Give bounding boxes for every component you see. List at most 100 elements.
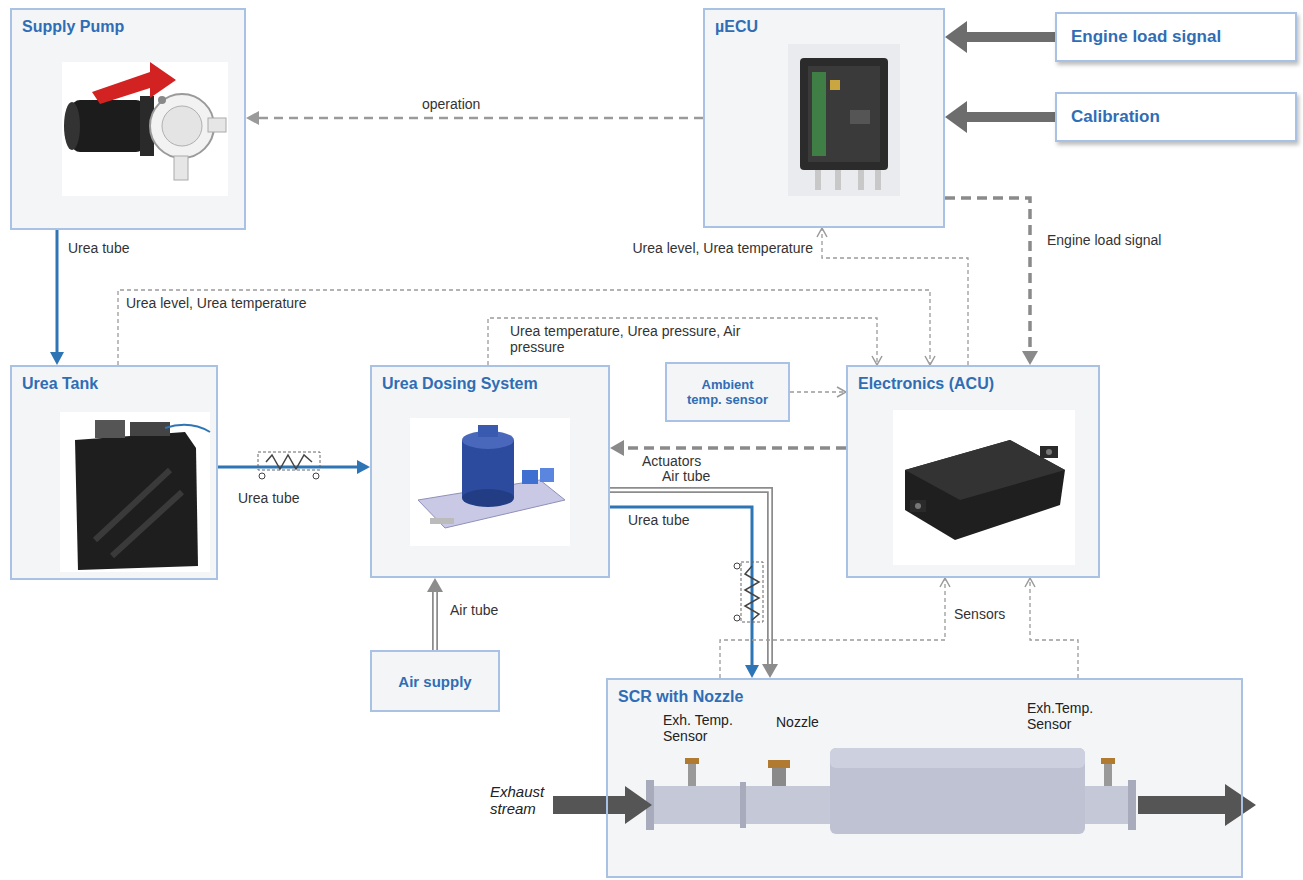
ecu-illustration [788,44,900,196]
ecu-illustration [858,170,864,190]
connector [1025,578,1078,678]
sensor-label: Exh. Temp. Sensor [663,712,745,744]
arrow-head [945,101,967,133]
component-box: Urea Dosing System [370,365,610,578]
connector-line [1030,578,1078,678]
sensor-box: Ambient temp. sensor [665,362,790,422]
connector-line [432,591,438,650]
arrow-head [762,664,778,678]
arrow-head [1025,578,1035,587]
arrow-head [357,460,370,474]
heater-symbol [741,562,763,622]
scr-illustration [772,768,786,786]
scr-illustration [1101,758,1115,764]
edge-label: Urea tube [66,240,131,256]
scr-illustration [740,782,746,828]
connector-line [790,392,846,393]
connector-line [623,448,846,449]
dosing-illustration [410,418,570,546]
node-label: Electronics (ACU) [858,375,994,393]
pump-illustration [72,100,144,152]
edge-label: Air tube [448,602,500,618]
connector-line [1030,578,1078,678]
heater-symbol [258,452,320,470]
connector [610,490,778,678]
connector-line [822,228,968,365]
ecu-illustration [830,80,840,90]
box-fill [606,678,1243,878]
dosing-illustration [410,418,570,546]
exhaust-arrow [553,786,652,824]
ecu-illustration [812,72,826,156]
acu-illustration [905,440,1065,500]
connector [945,21,1055,53]
tank-illustration [95,420,125,438]
connector-line [56,230,59,353]
connector-line [435,591,436,650]
heater-symbol [266,455,312,469]
connector-line [610,507,752,666]
heater-symbol [734,562,763,622]
pump-illustration [208,118,226,132]
scr-illustration [830,748,1085,834]
connector [118,290,935,365]
connector-line [966,117,1055,118]
ecu-illustration [875,170,881,190]
scr-illustration [1085,786,1133,824]
connector-line [118,290,930,365]
heater-symbol [313,473,319,479]
acu-illustration [893,410,1075,565]
connector [817,228,968,365]
tank-illustration [165,425,210,432]
connector [246,111,703,125]
ecu-illustration [808,66,880,162]
connector [488,318,882,365]
arrow-head [610,440,624,456]
connector [945,101,1055,133]
box-fill [370,365,610,578]
nozzle-label: Nozzle [776,714,819,730]
edge-label: Urea level, Urea temperature [124,295,309,311]
arrow-head [837,387,846,397]
component-box: Supply Pump [10,8,246,230]
scr-illustration [1104,764,1112,786]
edge-label: Engine load signal [1045,232,1163,248]
connector-line [966,112,1055,122]
dosing-illustration [478,425,498,437]
acu-illustration [1046,449,1052,455]
pump-illustration [62,62,228,196]
connector-line [118,290,930,365]
heater-symbol [259,473,265,479]
heater-symbol [734,615,740,621]
connector [427,578,443,650]
connector-line [610,490,770,665]
tank-illustration [112,492,182,556]
connector-line [488,318,877,365]
acu-illustration [1040,446,1058,458]
connector-line [258,118,703,119]
pump-illustration [150,94,214,158]
connector [790,387,846,397]
connector-line [790,391,846,392]
pump-illustration [174,156,188,180]
connector-line [610,490,770,665]
connector-line [57,230,58,353]
connector-line [966,37,1055,38]
component-box: Urea Tank [10,365,218,580]
heater-symbol [734,563,740,569]
connector-line [720,578,945,678]
arrow-head [246,111,259,125]
arrow-head [872,356,882,365]
connector-line [945,198,1030,352]
ecu-illustration [850,110,870,124]
component-box: µECU [703,8,945,228]
tank-illustration [60,412,210,572]
component-box: SCR with Nozzle [606,678,1243,878]
supply-box: Air supply [370,650,500,712]
sensor-label: Exh.Temp. Sensor [1027,700,1109,732]
acu-illustration [910,500,926,512]
edge-label: Sensors [952,606,1007,622]
ecu-illustration [800,58,888,170]
connector-line [720,578,945,678]
